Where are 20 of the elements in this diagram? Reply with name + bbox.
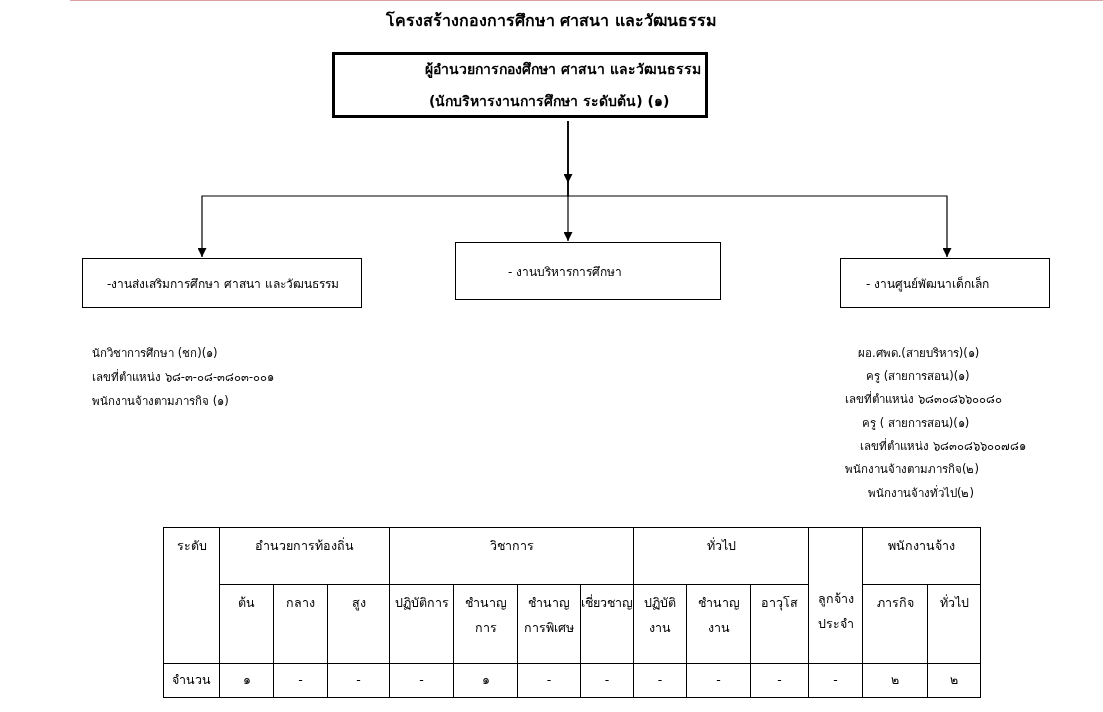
position-note: เลขที่ตำแหน่ง ๖๘๓๐๘๖๖๐๐๗๘๑ — [860, 437, 1026, 455]
unit-box: - งานศูนย์พัฒนาเด็กเล็ก — [840, 258, 1050, 308]
position-note: ผอ.ศพด.(สายบริหาร)(๑) — [858, 345, 980, 362]
position-note: นักวิชาการศึกษา (ชก)(๑) — [92, 345, 218, 362]
title: โครงสร้างกองการศึกษา ศาสนา และวัฒนธรรม — [385, 11, 718, 30]
position-note: พนักงานจ้างตามภารกิจ(๒) — [845, 461, 979, 478]
position-note: ครู (สายการสอน)(๑) — [866, 368, 970, 385]
value-cell: ๒ — [927, 663, 981, 698]
position-note: เลขที่ตำแหน่ง ๖๘-๓-๐๘-๓๘๐๓-๐๐๑ — [92, 368, 275, 386]
arrow — [567, 120, 952, 258]
position-note: ครู ( สายการสอน)(๑) — [862, 415, 970, 432]
header-cell: ระดับ — [163, 527, 220, 664]
unit-box: - งานบริหารการศึกษา — [455, 242, 721, 300]
unit-box: -งานส่งเสริมการศึกษา ศาสนา และวัฒนธรรม — [82, 258, 362, 308]
position-note: เลขที่ตำแหน่ง ๖๘๓๐๘๖๖๐๐๘๐ — [845, 390, 1002, 408]
head-box: ผู้อำนวยการกองศึกษา ศาสนา และวัฒนธรรม (นักบริหารงานการศึกษา ระดับต้น) (๑) — [332, 52, 708, 118]
value-cell: จำนวน — [163, 663, 220, 698]
header-cell: พนักงานจ้าง — [862, 527, 981, 585]
position-note: พนักงานจ้างทั่วไป(๒) — [868, 484, 974, 502]
position-note: พนักงานจ้างตามภารกิจ (๑) — [92, 393, 229, 410]
